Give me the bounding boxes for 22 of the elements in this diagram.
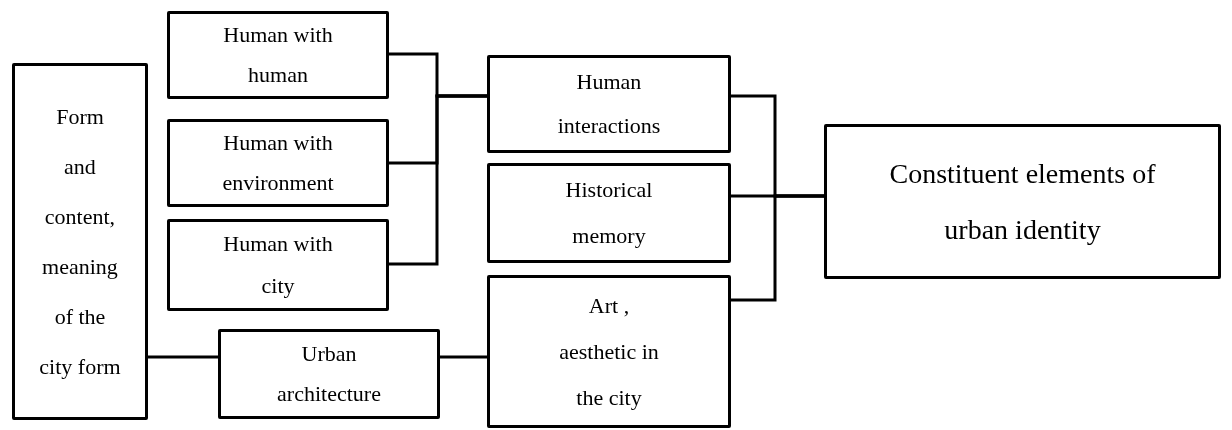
process-box	[167, 119, 389, 207]
process-box	[487, 55, 731, 153]
box-label: Urban architecture	[276, 340, 382, 408]
connector-line	[148, 355, 218, 359]
process-box	[167, 219, 389, 311]
box-label: Historical memory	[564, 176, 654, 250]
box-label: Form and content, meaning of the city form	[38, 102, 122, 381]
box-label: Human with city	[222, 230, 334, 300]
box-label: Human with environment	[221, 129, 335, 197]
process-box	[824, 124, 1221, 279]
connector-line	[731, 194, 824, 302]
box-label: Human with human	[222, 21, 334, 89]
box-label: Human interactions	[556, 68, 662, 140]
box-label: Art , aesthetic in the city	[558, 291, 660, 412]
process-box	[167, 11, 389, 99]
box-label: Constituent elements of urban identity	[888, 156, 1157, 247]
process-box	[218, 329, 440, 419]
connector-line	[389, 94, 487, 266]
process-box	[487, 163, 731, 263]
process-box	[487, 275, 731, 428]
process-box	[12, 63, 148, 420]
connector-line	[440, 355, 487, 359]
